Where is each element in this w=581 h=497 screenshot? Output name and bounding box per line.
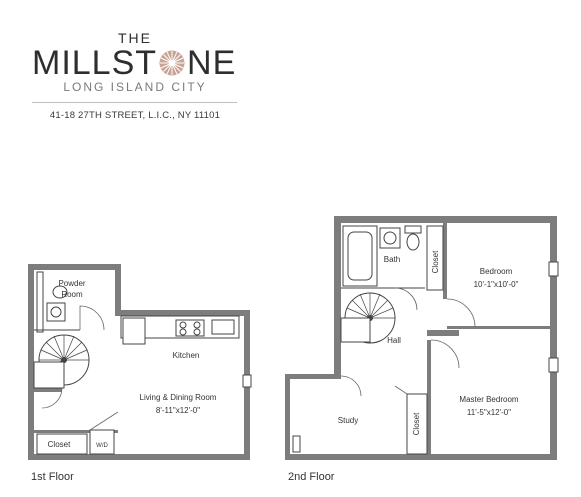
millstone-seal-icon: [159, 50, 185, 76]
living-room-label: Living & Dining Room: [140, 393, 217, 402]
brand-city: LONG ISLAND CITY: [63, 80, 207, 94]
property-address: 41-18 27TH STREET, L.I.C., NY 11101: [49, 110, 221, 121]
powder-room-label-1: Powder: [58, 279, 85, 288]
bedroom-door-swing: [446, 298, 476, 328]
second-floor-label: 2nd Floor: [288, 471, 335, 483]
closet-1st: [36, 433, 88, 455]
closet-bottom-label: Closet: [412, 412, 421, 435]
brand-prefix: THE: [118, 30, 152, 46]
closet-label-1st: Closet: [48, 440, 71, 449]
kitchen-label: Kitchen: [173, 351, 200, 360]
first-floor-plan: Powder Room Kitchen Living & Dining Room…: [28, 264, 252, 483]
sink-basin: [50, 306, 62, 318]
wd-label: W/D: [96, 443, 108, 449]
entry-door-swing: [41, 387, 63, 409]
study-door-swing: [340, 375, 362, 397]
toilet-tank: [404, 225, 422, 234]
bedroom-label: Bedroom: [480, 267, 513, 276]
wd-door: [89, 411, 119, 431]
brand-name-left: MILLST: [32, 44, 158, 82]
powder-room-label-2: Room: [61, 290, 83, 299]
bath-sink-icon: [379, 227, 401, 249]
closet-door: [394, 385, 408, 395]
study-fixture: [292, 435, 301, 453]
washer-dryer: [89, 429, 115, 455]
cooktop-icon: [175, 319, 205, 337]
burners: [179, 321, 201, 336]
closet-bottom-2nd: [406, 393, 428, 455]
second-floor-walls: [285, 216, 557, 460]
second-floor-plan: Bath Closet Bedroom 10'-1"x10'-0" Hall S…: [285, 216, 559, 483]
study-label: Study: [338, 416, 358, 425]
brand-name: MILLST NE: [32, 44, 236, 83]
window-1st: [242, 374, 252, 388]
bedroom-dims: 10'-1"x10'-0": [474, 280, 519, 289]
powder-toilet-icon: [52, 285, 68, 299]
window-bedroom: [548, 261, 559, 277]
powder-counter: [36, 271, 44, 333]
powder-sink-icon: [46, 302, 66, 322]
window-master: [548, 357, 559, 373]
property-header: THE MILLST NE LONG ISLAND CITY 41-18 27T…: [0, 0, 270, 130]
bath-label: Bath: [384, 255, 400, 264]
bath-door-swing: [394, 287, 418, 311]
refrigerator: [122, 317, 146, 345]
spiral-stair-2nd-icon: [340, 292, 396, 344]
brand-name-right: NE: [187, 44, 237, 82]
hall-header: [427, 330, 459, 336]
tub-basin: [347, 231, 373, 281]
master-bedroom-dims: 11'-5"x12'-0": [467, 408, 511, 417]
spiral-stair-icon: [33, 334, 90, 389]
closet-top-label: Closet: [431, 250, 440, 273]
master-door-swing: [430, 339, 460, 369]
first-floor-label: 1st Floor: [31, 471, 74, 483]
master-bedroom-label: Master Bedroom: [459, 395, 518, 404]
closet-top-2nd: [426, 225, 444, 291]
hall-label: Hall: [387, 336, 401, 345]
bath-basin: [383, 231, 397, 245]
living-room-dims: 8'-11"x12'-0": [156, 406, 200, 415]
kitchen-sink-icon: [211, 319, 235, 335]
header-divider: [32, 102, 237, 103]
powder-door-swing: [79, 305, 105, 331]
bath-toilet-icon: [406, 233, 420, 251]
